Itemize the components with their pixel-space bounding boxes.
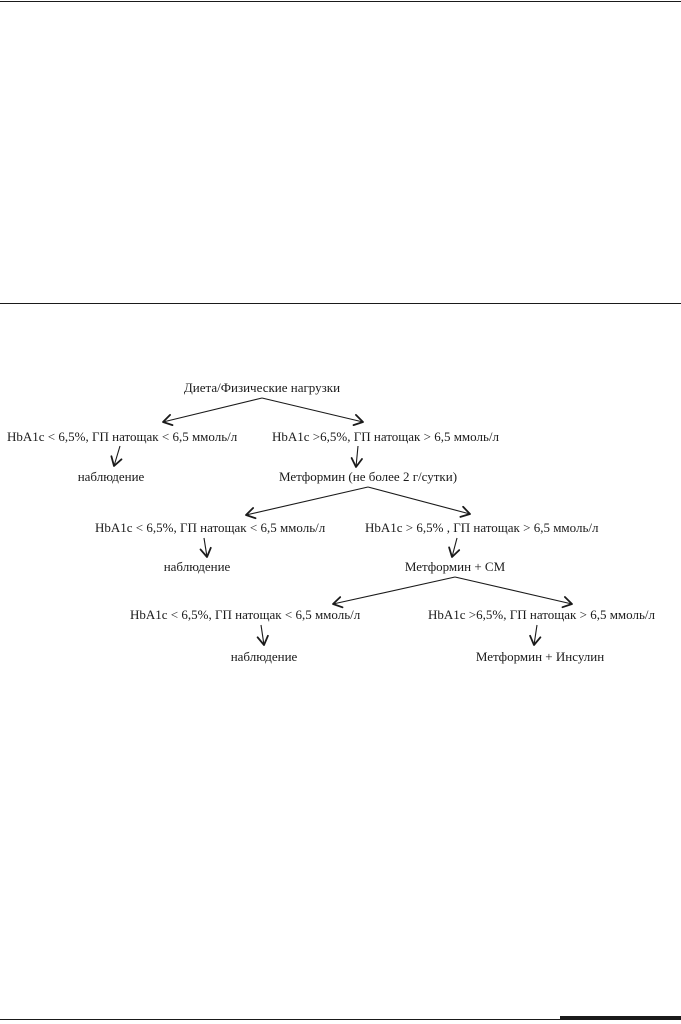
node-l2-target-not-reached: HbA1c > 6,5% , ГП натощак > 6,5 ммоль/л bbox=[365, 520, 599, 535]
arrow-shaft bbox=[451, 537, 458, 558]
node-metformin-su: Метформин + СМ bbox=[405, 559, 506, 574]
arrow-head bbox=[529, 634, 542, 646]
node-metformin: Метформин (не более 2 г/сутки) bbox=[279, 469, 457, 484]
top-rule bbox=[0, 1, 681, 2]
arrow-metformin-to-l2-right bbox=[367, 486, 471, 518]
node-l3-observation: наблюдение bbox=[231, 649, 298, 664]
arrow-shaft bbox=[367, 486, 471, 515]
arrow-head bbox=[199, 546, 212, 558]
arrow-head bbox=[162, 414, 174, 426]
arrow-head bbox=[350, 457, 363, 468]
arrow-head bbox=[459, 505, 471, 518]
arrow-head bbox=[245, 507, 257, 520]
arrow-head bbox=[448, 546, 461, 558]
arrow-l2-left-to-observation bbox=[199, 537, 212, 558]
section-rule bbox=[0, 303, 681, 304]
arrow-head bbox=[332, 596, 344, 609]
node-l1-target-reached: HbA1c < 6,5%, ГП натощак < 6,5 ммоль/л bbox=[7, 429, 238, 444]
arrow-metformin-su-to-l3-right bbox=[454, 576, 573, 609]
flowchart-arrows bbox=[110, 397, 573, 646]
arrow-shaft bbox=[260, 624, 265, 646]
node-diet-exercise: Диета/Физические нагрузки bbox=[184, 380, 340, 395]
arrow-start-to-l1-right bbox=[261, 397, 364, 426]
arrow-shaft bbox=[454, 576, 573, 605]
arrow-metformin-to-l2-left bbox=[245, 486, 369, 520]
arrow-head bbox=[561, 596, 573, 609]
node-metformin-insulin: Метформин + Инсулин bbox=[476, 649, 604, 664]
node-l3-target-not-reached: HbA1c >6,5%, ГП натощак > 6,5 ммоль/л bbox=[428, 607, 655, 622]
arrow-l1-left-to-observation bbox=[110, 445, 123, 467]
arrow-head bbox=[256, 634, 269, 646]
arrow-l1-right-to-metformin bbox=[350, 445, 363, 468]
node-l1-target-not-reached: HbA1c >6,5%, ГП натощак > 6,5 ммоль/л bbox=[272, 429, 499, 444]
arrow-shaft bbox=[203, 537, 208, 558]
arrow-l3-left-to-observation bbox=[256, 624, 269, 646]
arrow-metformin-su-to-l3-left bbox=[332, 576, 456, 609]
node-l1-observation: наблюдение bbox=[78, 469, 145, 484]
arrow-shaft bbox=[533, 624, 538, 646]
arrow-shaft bbox=[162, 397, 263, 423]
footer-bar bbox=[560, 1016, 681, 1020]
arrow-shaft bbox=[113, 445, 121, 467]
arrow-start-to-l1-left bbox=[162, 397, 263, 426]
bottom-rule bbox=[0, 1019, 560, 1020]
arrow-l3-right-to-insulin bbox=[529, 624, 542, 646]
arrow-head bbox=[110, 455, 123, 467]
arrow-shaft bbox=[332, 576, 456, 605]
node-l3-target-reached: HbA1c < 6,5%, ГП натощак < 6,5 ммоль/л bbox=[130, 607, 361, 622]
arrow-head bbox=[352, 414, 364, 426]
arrow-shaft bbox=[355, 445, 359, 468]
node-l2-target-reached: HbA1c < 6,5%, ГП натощак < 6,5 ммоль/л bbox=[95, 520, 326, 535]
arrow-shaft bbox=[245, 486, 369, 516]
arrow-l2-right-to-metformin-su bbox=[448, 537, 461, 558]
node-l2-observation: наблюдение bbox=[164, 559, 231, 574]
arrow-shaft bbox=[261, 397, 364, 423]
